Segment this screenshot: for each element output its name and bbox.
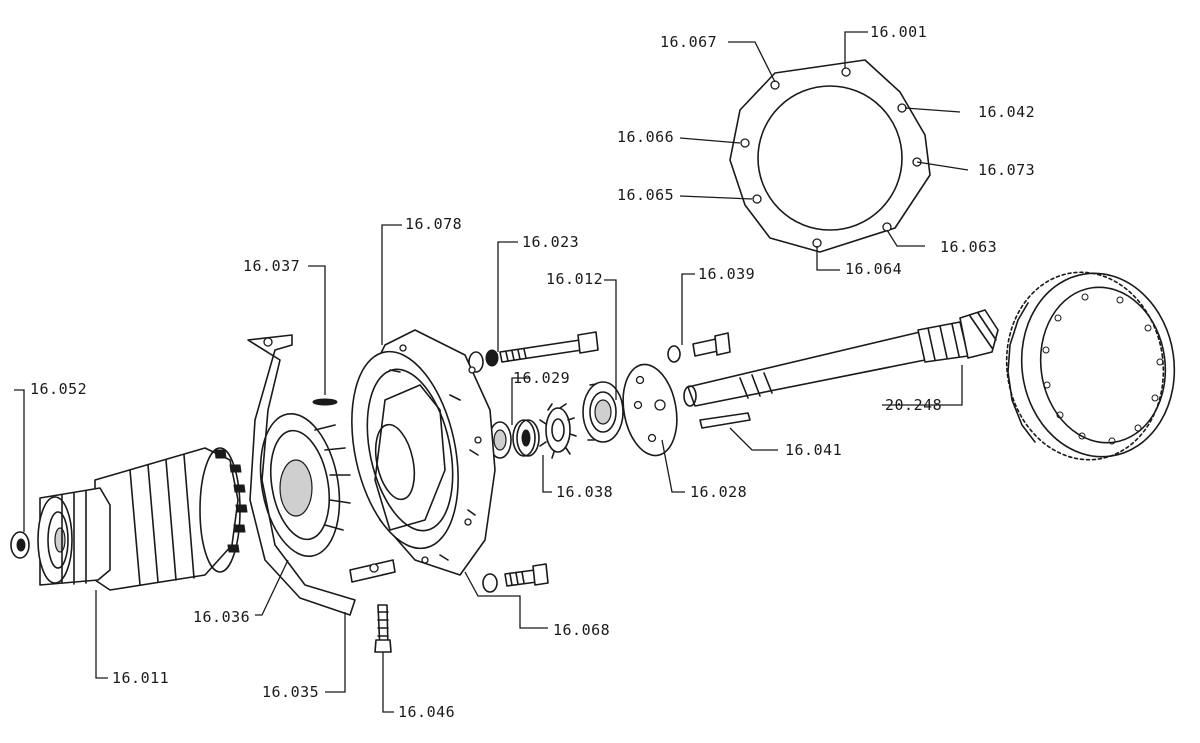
label-16-073: 16.073 bbox=[978, 161, 1035, 179]
label-16-037: 16.037 bbox=[243, 257, 300, 275]
strap-16-035 bbox=[247, 334, 396, 616]
label-16-039: 16.039 bbox=[698, 265, 755, 283]
label-16-065: 16.065 bbox=[617, 186, 674, 204]
label-16-035: 16.035 bbox=[262, 683, 319, 701]
gasket-16-001 bbox=[729, 59, 931, 253]
label-16-011: 16.011 bbox=[112, 669, 169, 687]
bearing-16-052 bbox=[10, 531, 30, 559]
label-16-038: 16.038 bbox=[556, 483, 613, 501]
pinion-shaft bbox=[683, 309, 999, 407]
housing-16-078 bbox=[351, 329, 496, 576]
lockwasher-16-038 bbox=[539, 403, 577, 459]
label-16-023: 16.023 bbox=[522, 233, 579, 251]
label-16-029: 16.029 bbox=[513, 369, 570, 387]
ring-gear-20-248 bbox=[1005, 271, 1176, 461]
screw-16-046 bbox=[374, 604, 392, 653]
label-16-078: 16.078 bbox=[405, 215, 462, 233]
label-16-028: 16.028 bbox=[690, 483, 747, 501]
label-16-012: 16.012 bbox=[546, 270, 603, 288]
label-16-041: 16.041 bbox=[785, 441, 842, 459]
bearing-16-012 bbox=[582, 381, 624, 443]
nut-16-029 bbox=[512, 419, 540, 457]
label-16-068: 16.068 bbox=[553, 621, 610, 639]
bolt-16-023 bbox=[468, 331, 599, 373]
key-16-041 bbox=[699, 412, 751, 429]
flange-16-028 bbox=[622, 363, 678, 457]
bolt-16-068 bbox=[482, 563, 549, 593]
bolt-16-039 bbox=[667, 332, 731, 363]
part-labels: 16.067 16.001 16.042 16.066 16.073 16.06… bbox=[30, 23, 1035, 721]
label-16-036: 16.036 bbox=[193, 608, 250, 626]
seal-ring bbox=[488, 421, 512, 459]
label-16-067: 16.067 bbox=[660, 33, 717, 51]
label-16-046: 16.046 bbox=[398, 703, 455, 721]
leader-lines bbox=[14, 31, 969, 713]
label-16-066: 16.066 bbox=[617, 128, 674, 146]
cover-16-036 bbox=[259, 412, 351, 558]
label-16-001: 16.001 bbox=[870, 23, 927, 41]
label-16-064: 16.064 bbox=[845, 260, 902, 278]
label-16-052: 16.052 bbox=[30, 380, 87, 398]
label-16-042: 16.042 bbox=[978, 103, 1035, 121]
label-16-063: 16.063 bbox=[940, 238, 997, 256]
pin-16-037 bbox=[312, 398, 338, 406]
label-20-248: 20.248 bbox=[885, 396, 942, 414]
drum-16-011 bbox=[37, 447, 248, 591]
